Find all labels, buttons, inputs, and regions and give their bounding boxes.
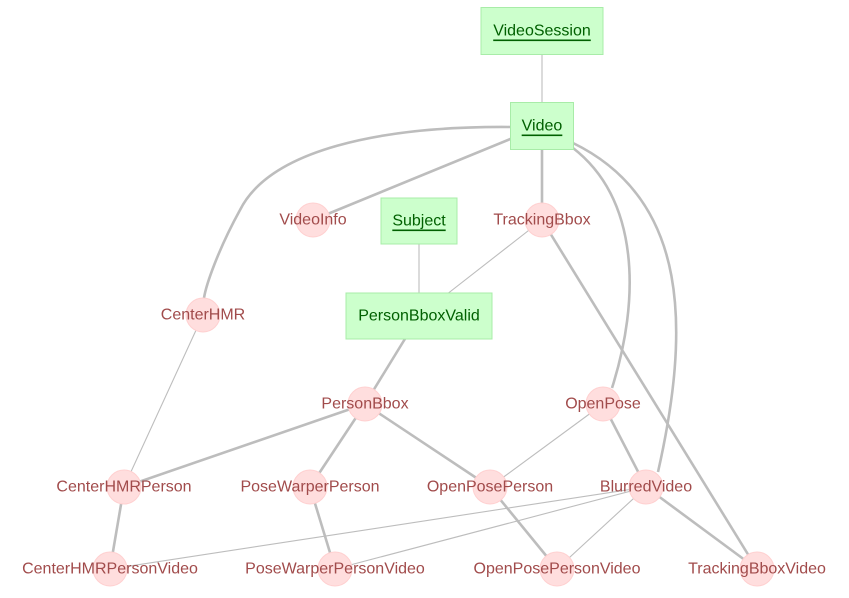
node-openposeperson-label: OpenPosePerson <box>427 479 553 496</box>
node-subject-label: Subject <box>392 213 446 230</box>
edge-video-to-openpose <box>572 146 631 389</box>
node-video[interactable]: Video <box>510 102 574 150</box>
node-posewarperperson-circle <box>292 469 328 505</box>
node-personbboxvalid-box <box>345 292 493 340</box>
node-videosession-label: VideoSession <box>493 23 591 40</box>
node-subject[interactable]: Subject <box>380 197 458 245</box>
node-posewarperpersonvideo-label: PoseWarperPersonVideo <box>245 561 425 578</box>
node-videoinfo-label: VideoInfo <box>279 212 346 229</box>
node-trackingbboxvideo[interactable]: TrackingBboxVideo <box>688 551 826 587</box>
node-centerhmr-label: CenterHMR <box>161 307 245 324</box>
node-blurredvideo[interactable]: BlurredVideo <box>600 469 692 505</box>
node-videosession[interactable]: VideoSession <box>480 7 604 55</box>
node-videosession-box <box>480 7 604 55</box>
node-centerhmrpersonvideo-circle <box>92 551 128 587</box>
edge-openposeperson-to-openposepersonvideo <box>488 486 559 570</box>
node-trackingbbox[interactable]: TrackingBbox <box>493 202 591 238</box>
node-personbbox-label: PersonBbox <box>321 396 408 413</box>
node-centerhmrperson-label: CenterHMRPerson <box>56 479 191 496</box>
node-blurredvideo-label: BlurredVideo <box>600 479 692 496</box>
node-openpose-label: OpenPose <box>565 396 641 413</box>
edge-blurredvideo-to-trackingbboxvideo <box>645 485 758 571</box>
node-blurredvideo-circle <box>628 469 664 505</box>
node-personbboxvalid-label: PersonBboxValid <box>358 308 480 325</box>
edge-blurredvideo-to-centerhmrpersonvideo <box>109 486 647 570</box>
edge-trackingbbox-to-trackingbboxvideo <box>540 219 759 570</box>
edge-video-to-videoinfo <box>312 124 543 222</box>
node-posewarperpersonvideo[interactable]: PoseWarperPersonVideo <box>245 551 425 587</box>
node-openposepersonvideo-circle <box>539 551 575 587</box>
node-video-box <box>510 102 574 150</box>
edge-personbbox-to-centerhmrperson <box>123 402 366 489</box>
node-centerhmrperson[interactable]: CenterHMRPerson <box>56 469 192 505</box>
node-openposepersonvideo[interactable]: OpenPosePersonVideo <box>474 551 641 587</box>
node-trackingbbox-circle <box>524 202 560 238</box>
node-trackingbboxvideo-label: TrackingBboxVideo <box>688 561 826 578</box>
edge-blurredvideo-to-posewarperpersonvideo <box>334 486 647 570</box>
node-videoinfo-circle <box>295 202 331 238</box>
node-centerhmr-circle <box>185 297 221 333</box>
node-posewarperperson[interactable]: PoseWarperPerson <box>240 469 380 505</box>
node-openpose-circle <box>585 386 621 422</box>
node-centerhmr[interactable]: CenterHMR <box>161 297 245 333</box>
node-personbboxvalid[interactable]: PersonBboxValid <box>345 292 493 340</box>
node-videoinfo[interactable]: VideoInfo <box>279 202 347 238</box>
node-video-label: Video <box>522 118 563 135</box>
node-personbbox-circle <box>347 386 383 422</box>
edge-blurredvideo-to-openposepersonvideo <box>556 486 647 570</box>
node-subject-box <box>380 197 458 245</box>
node-centerhmrpersonvideo-label: CenterHMRPersonVideo <box>22 561 198 578</box>
edge-personbbox-to-openposeperson <box>364 402 491 489</box>
node-centerhmrpersonvideo[interactable]: CenterHMRPersonVideo <box>22 551 198 587</box>
edge-centerhmr-to-centerhmrperson <box>123 314 204 488</box>
edge-openpose-to-openposeperson <box>489 403 604 488</box>
node-personbbox[interactable]: PersonBbox <box>321 386 409 422</box>
node-openposepersonvideo-label: OpenPosePersonVideo <box>474 561 641 578</box>
node-openposeperson[interactable]: OpenPosePerson <box>427 469 553 505</box>
node-openposeperson-circle <box>472 469 508 505</box>
node-trackingbboxvideo-circle <box>739 551 775 587</box>
node-openpose[interactable]: OpenPose <box>565 386 641 422</box>
node-posewarperperson-label: PoseWarperPerson <box>240 479 379 496</box>
edge-video-to-blurredvideo <box>572 141 678 473</box>
edge-video-to-centerhmr <box>202 125 511 299</box>
node-posewarperpersonvideo-circle <box>317 551 353 587</box>
edges-layer <box>108 31 759 571</box>
node-centerhmrperson-circle <box>106 469 142 505</box>
node-trackingbbox-label: TrackingBbox <box>493 212 590 229</box>
